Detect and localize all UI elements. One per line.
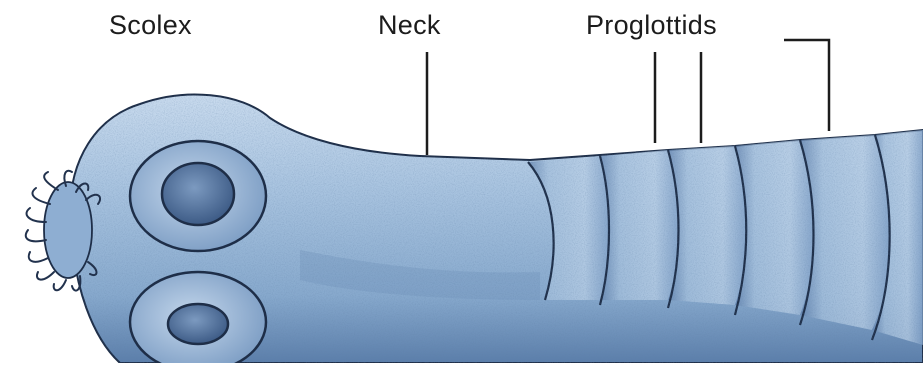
sucker-upper — [130, 141, 266, 251]
scolex-label: Scolex — [109, 10, 192, 41]
leader-lines — [427, 40, 829, 155]
neck-label: Neck — [378, 10, 441, 41]
proglottids-label: Proglottids — [586, 10, 717, 41]
proglottid-leader-line-3 — [784, 40, 829, 131]
sucker-lower — [130, 272, 266, 363]
